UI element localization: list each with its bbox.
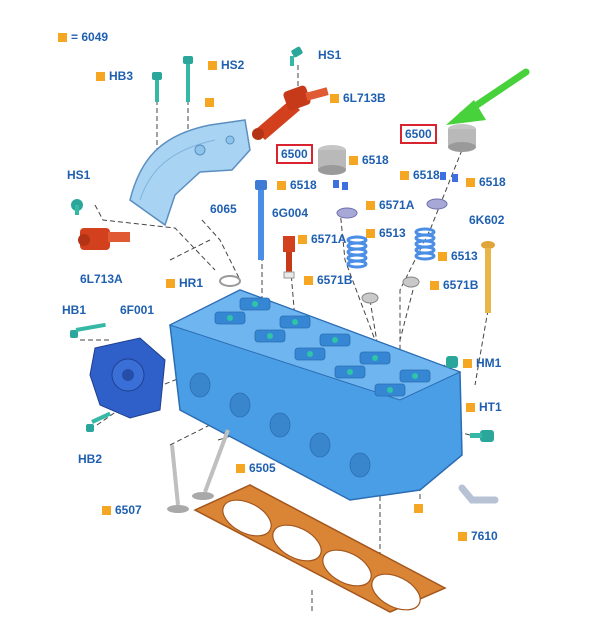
orange-square-icon [366,228,375,238]
bolt-6065-shape [255,180,267,260]
orange-square-icon [366,200,375,210]
label-hs1-top: HS1 [318,48,342,62]
orange-square-icon [400,170,409,180]
orange-square-icon [96,71,105,81]
seal-hr1-shape [219,275,241,287]
valve-spring-right-shape [414,227,436,261]
orange-square-icon [458,531,467,541]
bolt-hb1-shape [70,322,106,338]
label-6571a-left: 6571A [298,232,346,246]
label-6518-a: 6518 [349,153,389,167]
label-7610: 7610 [458,529,498,543]
valve-keepers-shape [333,172,458,190]
orange-square-icon [166,278,175,288]
sensor-ht1-shape [470,430,494,442]
orange-square-icon-cover [205,98,214,107]
label-hb1: HB1 [62,303,87,317]
legend: = 6049 [58,30,108,44]
label-6l713a: 6L713A [80,272,123,286]
label-6518-c: 6518 [400,168,440,182]
green-arrow-icon [446,68,530,125]
orange-square-icon [466,402,475,412]
bolt-6k602-shape [481,241,495,313]
orange-square-icon [304,275,313,285]
solenoid-6l713b-shape [252,85,329,140]
label-hs2: HS2 [208,58,244,72]
solenoid-6l713a-shape [78,228,130,250]
label-hb2: HB2 [78,452,103,466]
orange-square-icon [236,463,245,473]
label-6f001: 6F001 [120,303,155,317]
label-6k602: 6K602 [469,213,505,227]
valve-spring-left-shape [346,235,368,269]
orange-square-icon [102,505,111,515]
label-hb3: HB3 [96,69,133,83]
bolt-hb2-shape [86,411,111,432]
cylinder-head-shape [168,289,463,501]
tappet-6500-right-shape [448,124,476,152]
label-6518-b: 6518 [277,178,317,192]
orange-square-icon [430,280,439,290]
timing-cover-shape [129,119,251,227]
label-6571b-right: 6571B [430,278,478,292]
label-6l713b: 6L713B [330,91,386,105]
orange-square-icon [330,93,339,103]
screw-hs1-left-shape [71,199,83,215]
label-6500-left: 6500 [276,144,313,164]
orange-square-icon [208,60,217,70]
label-6065: 6065 [210,202,237,216]
plug-hm1-shape [446,356,458,368]
orange-square-icon-head [414,504,423,513]
head-gasket-shape [193,484,447,613]
label-ht1: HT1 [466,400,502,414]
hose-7610-shape [458,484,499,504]
valve-6507-shape [167,444,189,513]
tappet-6500-left-shape [318,145,346,175]
orange-square-icon [349,155,358,165]
orange-square-icon [298,234,307,244]
legend-text: = 6049 [71,30,109,44]
bolt-hb3-shape [152,72,162,102]
label-6500-right: 6500 [400,124,437,144]
label-6505: 6505 [236,461,276,475]
orange-square-icon [277,180,286,190]
vacuum-pump-6f001-shape [89,337,166,419]
label-hs1-left: HS1 [67,168,91,182]
valve-6505-shape [192,429,230,500]
sensor-6g004-shape [283,236,295,279]
label-6513-right: 6513 [438,249,478,263]
label-6571a-right: 6571A [366,198,414,212]
label-6518-d: 6518 [466,175,506,189]
label-6513-left: 6513 [366,226,406,240]
bolt-hs2-shape [183,56,193,102]
screw-hs1-top-shape [290,46,303,66]
orange-square-icon [463,358,472,368]
label-6g004: 6G004 [272,206,309,220]
seal-6571b-shape [361,276,420,304]
label-hm1: HM1 [463,356,501,370]
label-6571b-left: 6571B [304,273,352,287]
label-hr1: HR1 [166,276,203,290]
orange-square-icon [58,32,67,42]
retainer-6571a-shape [336,198,448,219]
orange-square-icon [466,177,475,187]
label-6507: 6507 [102,503,142,517]
orange-square-icon [438,251,447,261]
